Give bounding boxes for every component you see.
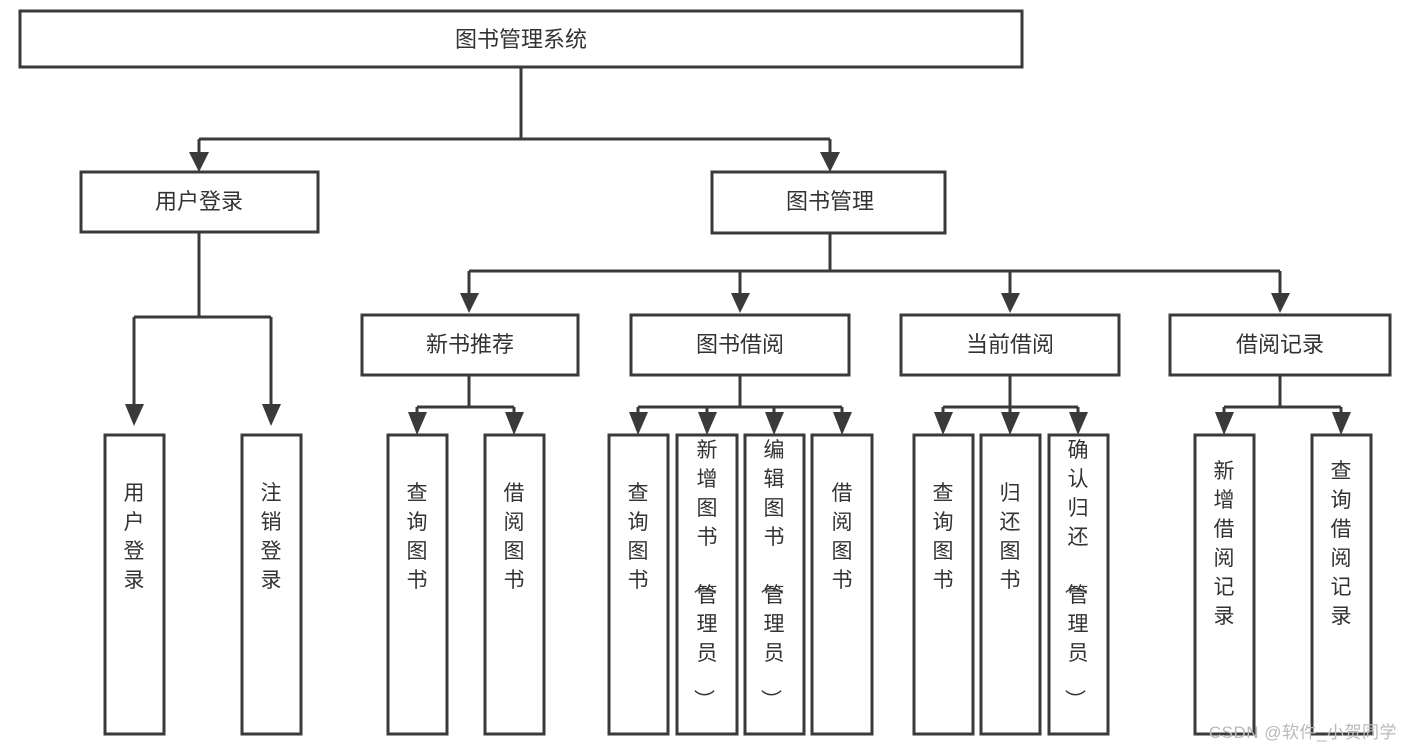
- arrow-head-leaf-user-login: [125, 404, 144, 426]
- leaf-cb-query-book-label: 查询图书: [933, 482, 954, 592]
- node-borrow-record-label: 借阅记录: [1236, 332, 1324, 357]
- arrow-head-nb-leaf-2: [505, 412, 524, 435]
- arrow-head-borrow-record: [1271, 293, 1290, 313]
- leaf-nb-query-book[interactable]: 查询图书: [386, 433, 449, 736]
- leaf-cb-confirm-return-label: 确认归还（管理员）: [1063, 439, 1089, 710]
- arrow-head-nb-leaf-1: [408, 412, 427, 435]
- node-book-management-label: 图书管理: [786, 189, 874, 214]
- connector-layer: [125, 67, 1351, 435]
- arrow-head-bb-leaf-2: [698, 412, 717, 435]
- node-user-login-label: 用户登录: [155, 189, 243, 214]
- node-book-management[interactable]: 图书管理: [710, 170, 947, 235]
- leaf-bb-edit-book-box[interactable]: [743, 433, 806, 736]
- leaf-bb-borrow-book-box[interactable]: [810, 433, 874, 736]
- leaf-nb-borrow-book-box[interactable]: [483, 433, 546, 736]
- node-book-borrow-box[interactable]: [629, 313, 851, 377]
- leaf-nb-query-book-box[interactable]: [386, 433, 449, 736]
- leaf-br-add-record[interactable]: 新增借阅记录: [1193, 433, 1256, 736]
- leaf-br-query-record-box[interactable]: [1310, 433, 1373, 736]
- leaf-bb-query-book[interactable]: 查询图书: [607, 433, 670, 736]
- node-new-book-recommend-label: 新书推荐: [426, 332, 514, 357]
- leaf-nb-query-book-label: 查询图书: [407, 482, 428, 592]
- arrow-head-current-borrow: [1001, 293, 1020, 313]
- leaf-cb-query-book[interactable]: 查询图书: [912, 433, 975, 736]
- leaf-bb-add-book-box[interactable]: [675, 433, 739, 736]
- node-current-borrow-box[interactable]: [899, 313, 1121, 377]
- node-root-box[interactable]: [18, 9, 1024, 69]
- leaf-logout-box[interactable]: [240, 433, 303, 736]
- leaf-bb-query-book-box[interactable]: [607, 433, 670, 736]
- leaf-cb-confirm-return[interactable]: 确认归还（管理员）: [1047, 433, 1110, 736]
- arrow-head-br-leaf-2: [1332, 412, 1351, 435]
- node-root[interactable]: 图书管理系统: [18, 9, 1024, 69]
- arrow-head-bb-leaf-4: [833, 412, 852, 435]
- node-new-book-recommend-box[interactable]: [360, 313, 580, 377]
- node-current-borrow-label: 当前借阅: [966, 332, 1054, 357]
- arrow-head-br-leaf-1: [1215, 412, 1234, 435]
- arrow-head-bb-leaf-1: [629, 412, 648, 435]
- leaf-cb-return-book-label: 归还图书: [1000, 482, 1021, 592]
- node-current-borrow[interactable]: 当前借阅: [899, 313, 1121, 377]
- leaf-cb-confirm-return-box[interactable]: [1047, 433, 1110, 736]
- leaf-br-add-record-label: 新增借阅记录: [1214, 460, 1235, 628]
- node-borrow-record-box[interactable]: [1168, 313, 1392, 377]
- arrow-head-new-book: [460, 293, 479, 313]
- node-book-management-box[interactable]: [710, 170, 947, 235]
- leaf-br-query-record-label: 查询借阅记录: [1331, 460, 1352, 628]
- leaf-bb-borrow-book[interactable]: 借阅图书: [810, 433, 874, 736]
- arrow-head-leaf-logout: [262, 404, 281, 426]
- leaf-bb-add-book-label: 新增图书（管理员）: [692, 439, 718, 710]
- node-user-login-box[interactable]: [79, 170, 320, 234]
- leaf-br-query-record[interactable]: 查询借阅记录: [1310, 433, 1373, 736]
- node-new-book-recommend[interactable]: 新书推荐: [360, 313, 580, 377]
- leaf-user-login-label: 用户登录: [124, 482, 145, 592]
- leaf-user-login[interactable]: 用户登录: [103, 433, 166, 736]
- leaf-bb-add-book[interactable]: 新增图书（管理员）: [675, 433, 739, 736]
- arrow-head-cb-leaf-1: [934, 412, 953, 435]
- leaf-logout[interactable]: 注销登录: [240, 433, 303, 736]
- arrow-head-cb-leaf-3: [1069, 412, 1088, 435]
- node-root-label: 图书管理系统: [455, 27, 587, 52]
- leaf-nb-borrow-book-label: 借阅图书: [504, 482, 525, 592]
- node-book-borrow[interactable]: 图书借阅: [629, 313, 851, 377]
- leaf-bb-edit-book-label: 编辑图书（管理员）: [759, 439, 785, 710]
- arrow-head-user-login: [189, 152, 209, 172]
- leaf-cb-return-book-box[interactable]: [979, 433, 1042, 736]
- leaf-bb-query-book-label: 查询图书: [628, 482, 649, 592]
- leaf-br-add-record-box[interactable]: [1193, 433, 1256, 736]
- arrow-head-book-borrow: [731, 293, 750, 313]
- arrow-head-cb-leaf-2: [1001, 412, 1020, 435]
- node-book-borrow-label: 图书借阅: [696, 332, 784, 357]
- leaf-nb-borrow-book[interactable]: 借阅图书: [483, 433, 546, 736]
- csdn-watermark: CSDN @软件_小贺同学: [1208, 723, 1397, 742]
- leaf-bb-borrow-book-label: 借阅图书: [832, 482, 853, 592]
- arrow-head-bb-leaf-3: [765, 412, 784, 435]
- leaf-cb-query-book-box[interactable]: [912, 433, 975, 736]
- leaf-bb-edit-book[interactable]: 编辑图书（管理员）: [743, 433, 806, 736]
- leaf-user-login-box[interactable]: [103, 433, 166, 736]
- node-borrow-record[interactable]: 借阅记录: [1168, 313, 1392, 377]
- node-user-login[interactable]: 用户登录: [79, 170, 320, 234]
- leaf-logout-label: 注销登录: [261, 482, 282, 592]
- arrow-head-book-mgmt: [820, 152, 840, 172]
- leaf-cb-return-book[interactable]: 归还图书: [979, 433, 1042, 736]
